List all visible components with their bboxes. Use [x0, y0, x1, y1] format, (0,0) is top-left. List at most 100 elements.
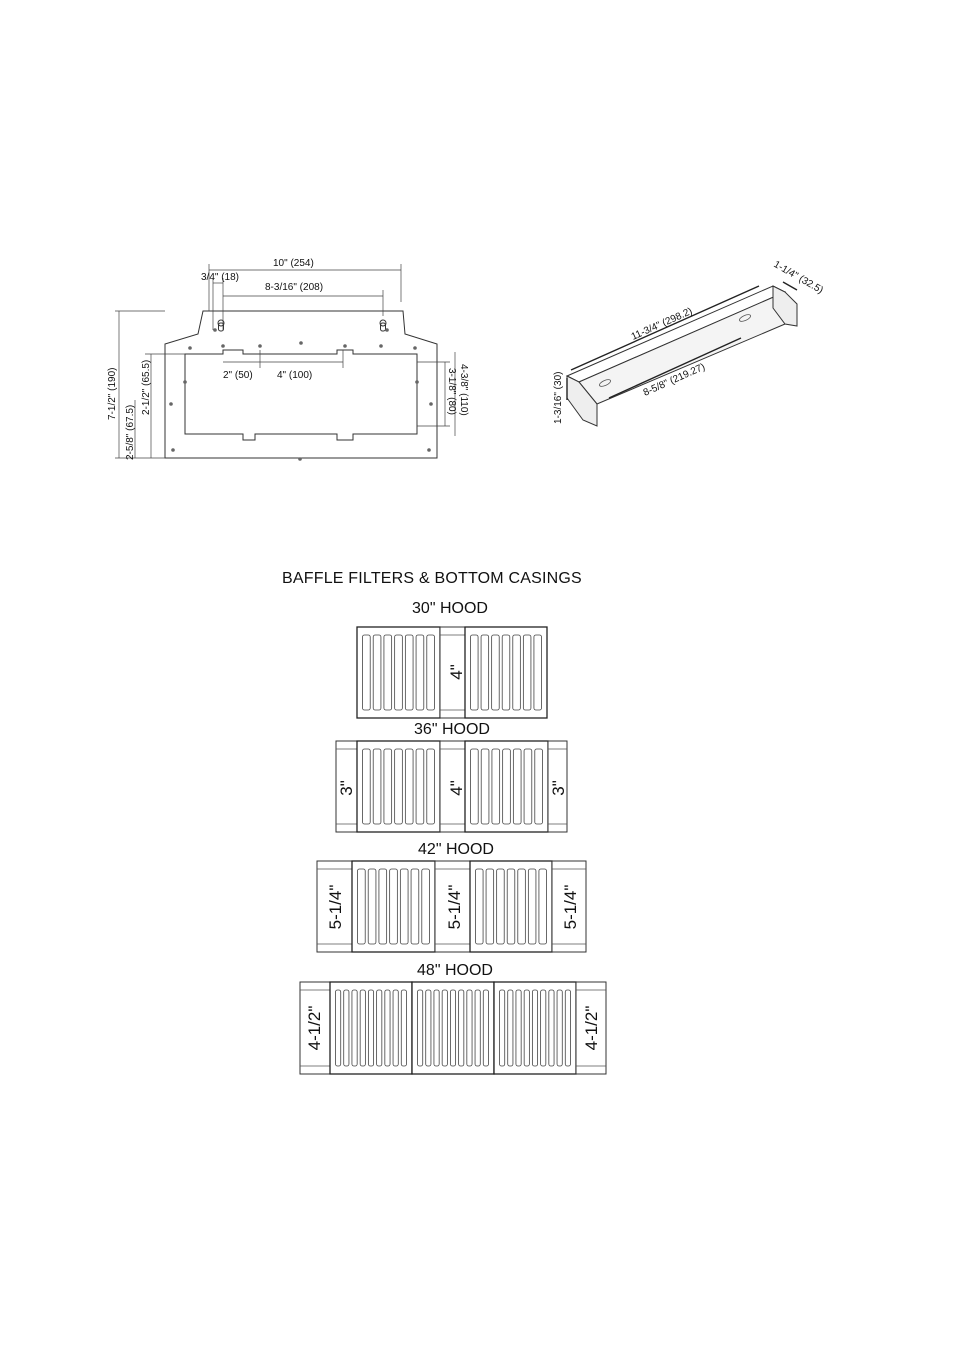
- baffle-slat: [532, 990, 537, 1066]
- dim-overall-height: 7-1/2" (190): [107, 368, 118, 420]
- hood-36-left-casing: 3": [337, 780, 356, 796]
- baffle-slat: [363, 635, 371, 710]
- baffle-slat: [395, 749, 403, 824]
- hood-48-right-casing: 4-1/2": [582, 1006, 601, 1051]
- baffle-slat: [360, 990, 365, 1066]
- dim-left-lower: 2-5/8" (67.5): [125, 405, 136, 460]
- hood-42-center-casing: 5-1/4": [445, 885, 464, 930]
- rail-dim-height: 1-3/16" (30): [553, 372, 564, 424]
- baffle-slat: [405, 749, 413, 824]
- baffle-slat: [500, 990, 505, 1066]
- baffle-slat: [539, 869, 547, 944]
- baffle-slat: [476, 869, 484, 944]
- baffle-slat: [523, 635, 531, 710]
- baffle-slat: [471, 749, 479, 824]
- baffle-slat: [358, 869, 366, 944]
- baffle-slat: [352, 990, 357, 1066]
- baffle-slat: [481, 635, 489, 710]
- hood-36-center-casing: 4": [447, 780, 466, 796]
- baffle-slat: [393, 990, 398, 1066]
- dim-right-inner: 3-1/8" (80): [446, 368, 457, 415]
- plate-outline: [165, 311, 437, 458]
- baffle-slat: [492, 635, 500, 710]
- baffle-slat: [541, 990, 546, 1066]
- baffle-slat: [549, 990, 554, 1066]
- baffle-slat: [565, 990, 570, 1066]
- dim-small-offset: 3/4" (18): [201, 272, 239, 283]
- baffle-slat: [427, 749, 435, 824]
- mounting-holes: [169, 328, 433, 461]
- baffle-slat: [508, 990, 513, 1066]
- baffle-slat: [475, 990, 480, 1066]
- dim-slot-b: 4" (100): [277, 370, 312, 381]
- baffle-slat: [497, 869, 505, 944]
- hood-30-center-casing: 4": [447, 664, 466, 680]
- baffle-slat: [557, 990, 562, 1066]
- keyhole-right: [380, 320, 386, 331]
- baffle-slat: [416, 749, 424, 824]
- baffle-slat: [373, 635, 381, 710]
- baffle-slat: [373, 749, 381, 824]
- baffle-slat: [379, 869, 387, 944]
- baffle-slat: [492, 749, 500, 824]
- baffle-slat: [534, 635, 542, 710]
- rail-bracket-diagram: 11-3/4" (298.2) 8-5/8" (219.27) 1-1/4" (…: [545, 248, 845, 438]
- baffle-slat: [528, 869, 536, 944]
- baffle-slat: [518, 869, 526, 944]
- baffle-slat: [507, 869, 515, 944]
- dim-right-outer: 4-3/8" (110): [458, 364, 469, 416]
- baffle-slat: [471, 635, 479, 710]
- baffle-slat: [535, 749, 543, 824]
- baffle-slat: [459, 990, 464, 1066]
- baffle-slat: [377, 990, 382, 1066]
- baffle-slat: [422, 869, 430, 944]
- baffle-slat: [467, 990, 472, 1066]
- baffle-slat: [524, 749, 532, 824]
- dim-slot-a: 2" (50): [223, 370, 253, 381]
- hood-42-label: 42" HOOD: [418, 841, 494, 858]
- baffle-slat: [513, 635, 521, 710]
- hood-48-label: 48" HOOD: [417, 962, 493, 979]
- baffle-section-title: BAFFLE FILTERS & BOTTOM CASINGS: [282, 570, 582, 588]
- baffle-slat: [401, 990, 406, 1066]
- baffle-slat: [503, 749, 511, 824]
- baffle-slat: [363, 749, 371, 824]
- baffle-slat: [336, 990, 341, 1066]
- hood-36-right-casing: 3": [549, 780, 568, 796]
- baffle-slat: [384, 749, 392, 824]
- baffle-slat: [385, 990, 390, 1066]
- hood-48-row: [300, 982, 606, 1074]
- baffle-slat: [483, 990, 488, 1066]
- baffle-slat: [516, 990, 521, 1066]
- hood-48-left-casing: 4-1/2": [305, 1006, 324, 1051]
- baffle-slat: [418, 990, 423, 1066]
- mounting-plate-diagram: 10" (254) 3/4" (18) 8-3/16" (208) 2" (50…: [105, 250, 475, 475]
- baffle-slat: [400, 869, 408, 944]
- baffle-slat: [416, 635, 424, 710]
- baffle-slat: [344, 990, 349, 1066]
- baffle-slat: [502, 635, 510, 710]
- hood-42-left-casing: 5-1/4": [326, 885, 345, 930]
- hood-36-label: 36" HOOD: [414, 721, 490, 738]
- dim-overall-width: 10" (254): [273, 258, 314, 269]
- baffle-slat: [513, 749, 521, 824]
- baffle-slat: [481, 749, 489, 824]
- baffle-slat: [442, 990, 447, 1066]
- baffle-slat: [368, 869, 376, 944]
- baffle-slat: [390, 869, 398, 944]
- baffle-slat: [368, 990, 373, 1066]
- baffle-slat: [486, 869, 494, 944]
- baffle-filters-diagram: 30" HOOD 36" HOOD 42" HOOD 48" HOOD 4" 3…: [276, 592, 616, 1122]
- hood-30-label: 30" HOOD: [412, 600, 488, 617]
- plate-cutout: [185, 350, 417, 440]
- baffle-slat: [411, 869, 419, 944]
- baffle-slat: [427, 635, 435, 710]
- dim-left-upper: 2-1/2" (65.5): [141, 360, 152, 415]
- baffle-slat: [405, 635, 413, 710]
- baffle-slat: [524, 990, 529, 1066]
- baffle-slat: [426, 990, 431, 1066]
- baffle-slat: [434, 990, 439, 1066]
- baffle-slat: [395, 635, 403, 710]
- dim-keyhole-span: 8-3/16" (208): [265, 282, 323, 293]
- baffle-slat: [384, 635, 392, 710]
